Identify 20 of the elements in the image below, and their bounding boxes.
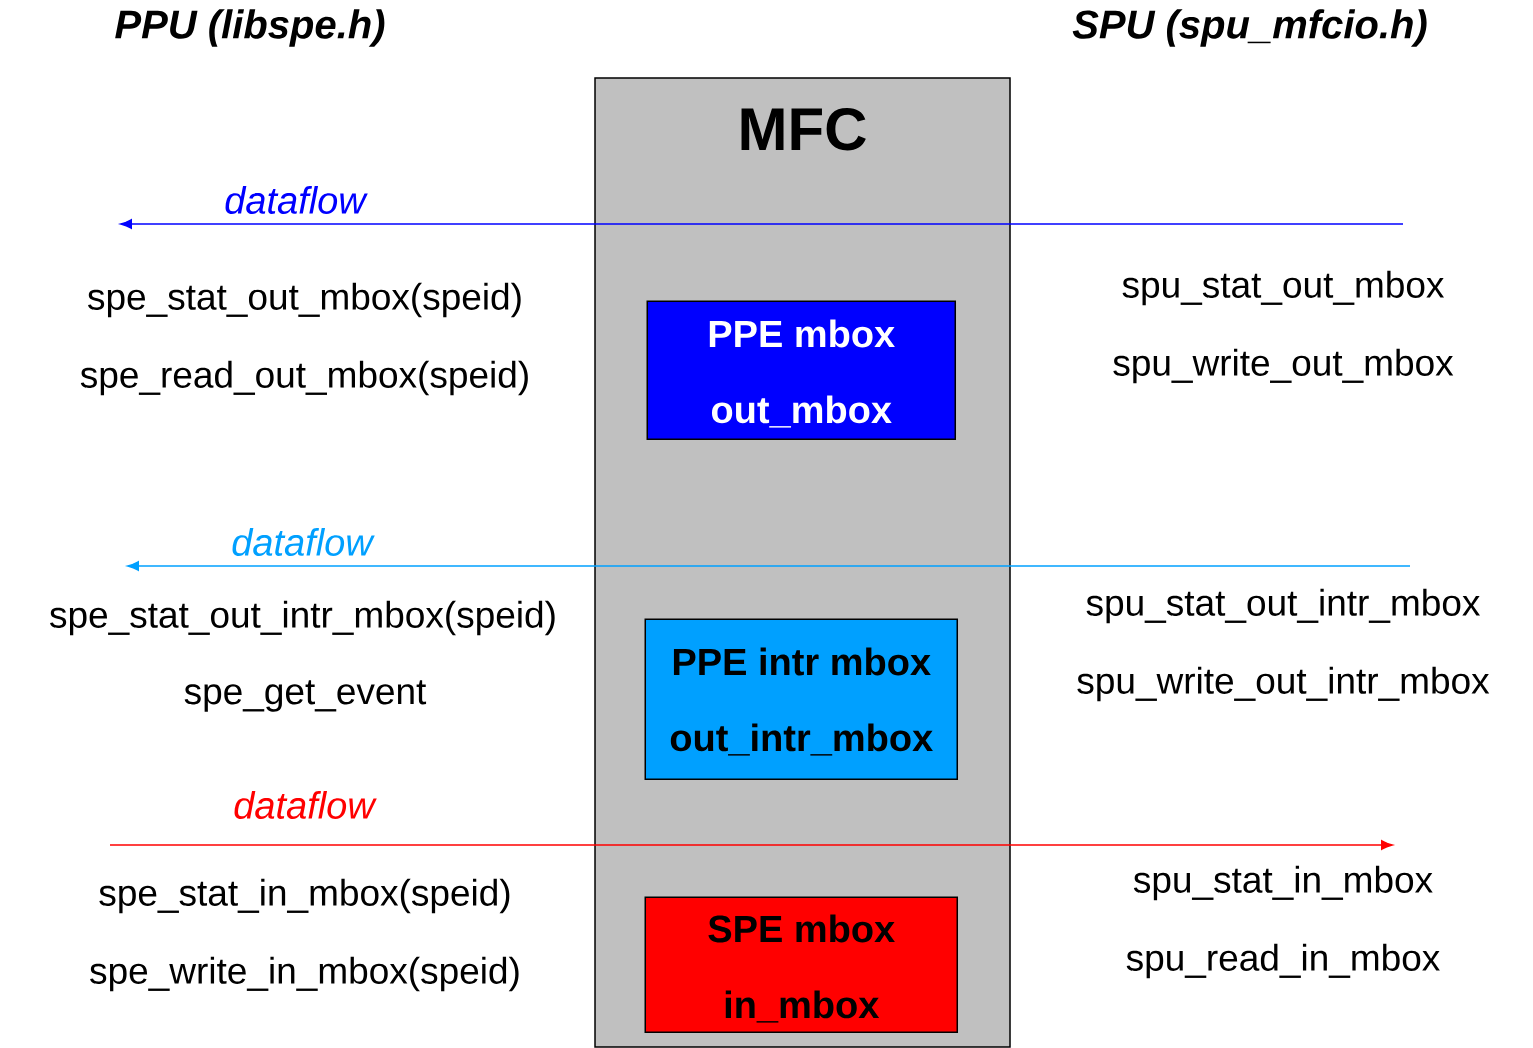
heading: SPU (spu_mfcio.h) — [1072, 9, 1427, 47]
function-name: spu_stat_in_mbox — [1133, 865, 1433, 901]
function-name: spu_write_out_mbox — [1113, 348, 1454, 384]
mailbox-box: PPE intr mbox out_intr_mbox — [644, 618, 958, 780]
mailbox-box: SPE mbox in_mbox — [644, 896, 958, 1033]
function-name: spe_write_in_mbox(speid) — [90, 956, 519, 992]
function-name: spe_stat_in_mbox(speid) — [99, 878, 510, 914]
flow-label: dataflow — [225, 186, 368, 214]
function-name: spu_read_in_mbox — [1126, 943, 1440, 979]
function-name: spe_get_event — [184, 680, 427, 712]
function-name: spu_write_out_intr_mbox — [1077, 666, 1490, 702]
flow-label: dataflow — [232, 528, 375, 556]
mailbox-box: PPE mbox out_mbox — [646, 300, 956, 440]
heading: PPU (libspe.h) — [115, 9, 385, 47]
flow-label: dataflow — [234, 791, 377, 819]
function-name: spe_stat_out_mbox(speid) — [88, 282, 521, 318]
function-name: spu_stat_out_mbox — [1122, 270, 1445, 306]
function-name: spe_stat_out_intr_mbox(speid) — [50, 600, 555, 636]
function-name: spu_stat_out_intr_mbox — [1086, 588, 1480, 624]
function-name: spe_read_out_mbox(speid) — [80, 360, 528, 396]
